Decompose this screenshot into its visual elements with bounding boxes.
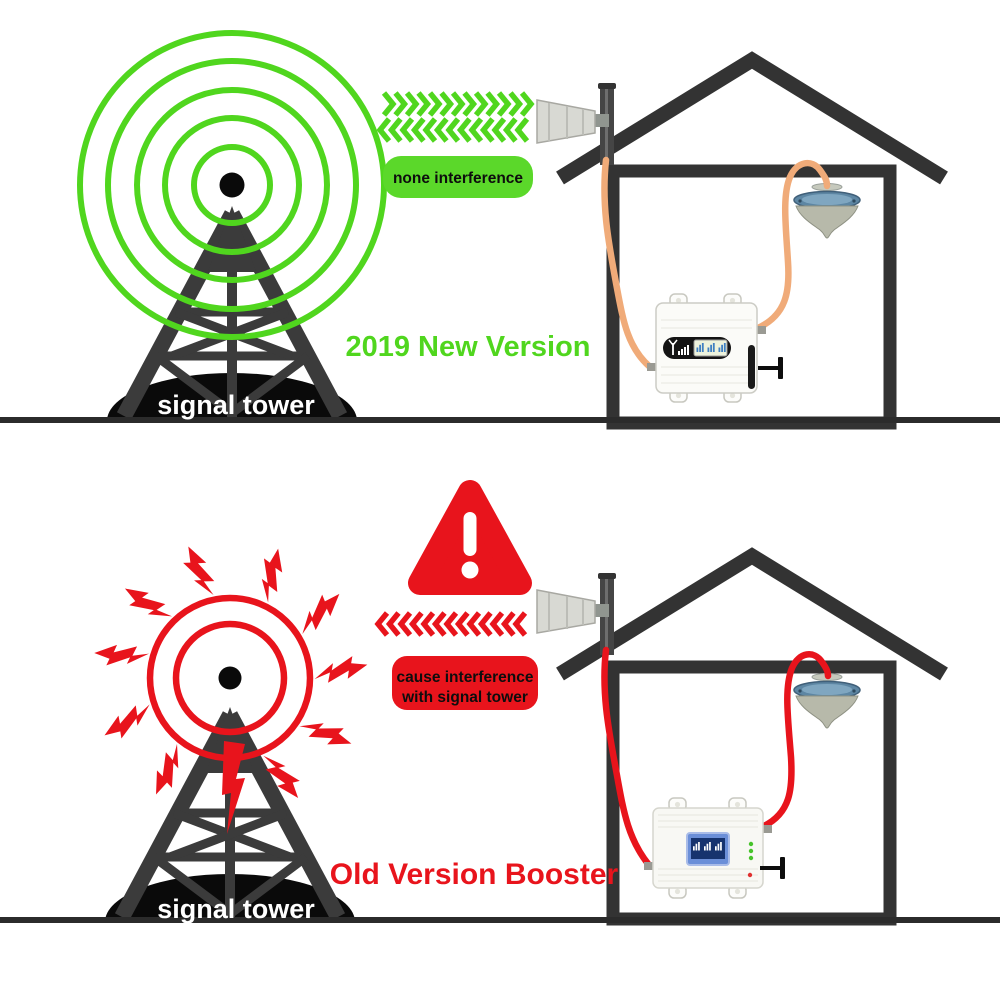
cables-old [601,646,832,869]
ground-line-top [0,417,1000,423]
cable-outdoor-to-booster-old [601,646,653,869]
booster-vent-strip [748,345,755,389]
signal-tower-label-bottom: signal tower [157,894,315,924]
status-leds [747,841,754,878]
cause-interference-badge: cause interference with signal tower [392,656,538,710]
booster-new-device [647,293,766,403]
signal-tower-label-top: signal tower [157,390,315,420]
antenna-dot [219,172,245,198]
caption-new-version: 2019 New Version [345,331,590,363]
cause-interference-line1: cause interference [397,669,534,686]
cable-booster-to-dome [754,159,831,332]
scene-new-version: none interference [0,30,1000,423]
outdoor-antenna-icon [536,82,617,166]
antenna-signal-icon [668,339,689,355]
caption-old-version: Old Version Booster [330,858,619,891]
booster-old-device [644,797,772,899]
ground-line-bottom [0,917,1000,923]
lightning-icon-center [222,741,245,834]
scene-old-version: cause interference with signal tower [0,480,1000,924]
cables-new [601,156,831,371]
signal-tower-icon [107,206,357,421]
chevron-left-row-red-icon [378,613,525,635]
cable-outdoor-to-booster [601,156,654,371]
none-interference-badge: none interference [383,156,533,198]
antenna-dot-old [218,666,242,690]
chevron-left-row-icon [380,119,527,141]
cable-booster-to-dome-old [760,651,832,830]
warning-icon [408,480,532,595]
none-interference-label: none interference [393,170,523,187]
outdoor-antenna-icon-old [536,572,617,656]
cause-interference-line2: with signal tower [401,689,528,706]
chevron-right-row-icon [384,93,531,115]
